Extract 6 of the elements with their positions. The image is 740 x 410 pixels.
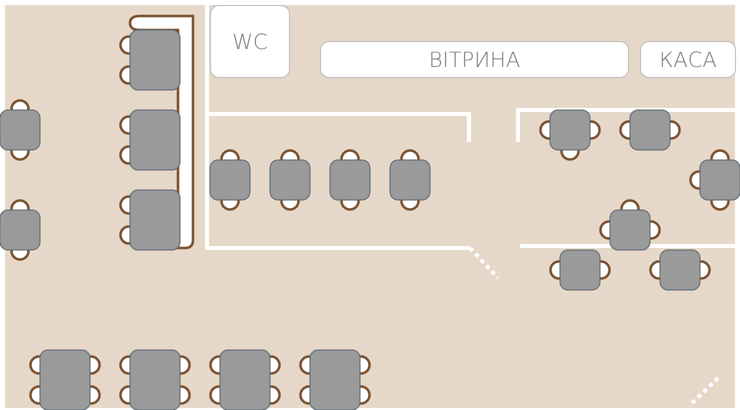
counter-label: ВІТРИНА (428, 48, 520, 72)
room-label: WC (232, 30, 268, 54)
label-box (640, 41, 736, 78)
label-box (210, 5, 290, 78)
label-box (320, 41, 629, 78)
counter-label: КАСА (659, 48, 717, 72)
